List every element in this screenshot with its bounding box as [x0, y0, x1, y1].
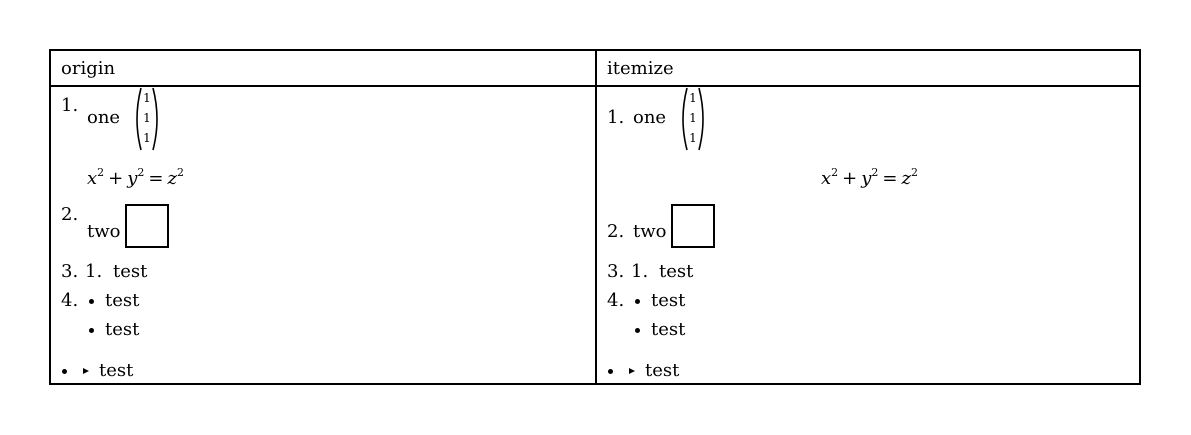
item-two-label: two — [87, 221, 121, 242]
matrix: 1 1 1 — [133, 86, 161, 152]
bullet-item-label: test — [105, 290, 140, 311]
matrix-entry: 1 — [689, 91, 697, 105]
bullet-item-label: test — [651, 319, 686, 340]
empty-box — [671, 204, 715, 248]
item-three-label: test — [659, 261, 694, 282]
equation: x2+y2=z2 — [821, 166, 918, 189]
nested-number: 1. — [631, 261, 649, 282]
last-item-label: test — [99, 360, 134, 381]
bullet-icon — [89, 328, 94, 333]
list-number-4: 4. — [607, 290, 625, 311]
list-number-2: 2. — [61, 204, 79, 225]
item-two-label: two — [633, 221, 667, 242]
bullet-icon — [89, 299, 94, 304]
item-one-label: one — [87, 107, 121, 128]
header-divider — [51, 85, 1139, 87]
item-three-label: test — [113, 261, 148, 282]
item-one-label: one — [633, 107, 667, 128]
list-number-4: 4. — [61, 290, 79, 311]
matrix: 1 1 1 — [679, 86, 707, 152]
equation: x2+y2=z2 — [87, 166, 184, 189]
list-number-1: 1. — [607, 107, 625, 128]
matrix-entry: 1 — [689, 111, 697, 125]
matrix-entry: 1 — [689, 131, 697, 145]
list-number-3: 3. — [607, 261, 625, 282]
list-number-2: 2. — [607, 221, 625, 242]
column-divider — [595, 51, 597, 383]
triangle-bullet-icon — [83, 368, 89, 374]
bullet-icon — [635, 328, 640, 333]
matrix-entry: 1 — [143, 91, 151, 105]
column-header-origin: origin — [61, 58, 116, 79]
bullet-icon — [635, 299, 640, 304]
triangle-bullet-icon — [629, 368, 635, 374]
list-number-3: 3. — [61, 261, 79, 282]
bullet-item-label: test — [651, 290, 686, 311]
bullet-item-label: test — [105, 319, 140, 340]
list-number-1: 1. — [61, 95, 79, 116]
itemize-column: itemize 1. one 1 1 1 x2+y2=z2 2. two 3. … — [597, 51, 1139, 383]
bullet-icon — [608, 369, 613, 374]
origin-column: origin 1. one 1 1 1 x2+y2=z2 2. two 3. 1… — [51, 51, 595, 383]
matrix-entry: 1 — [143, 131, 151, 145]
bullet-icon — [62, 369, 67, 374]
matrix-entry: 1 — [143, 111, 151, 125]
nested-number: 1. — [85, 261, 103, 282]
matrix-parens — [682, 87, 704, 151]
matrix-parens — [136, 87, 158, 151]
comparison-table: origin 1. one 1 1 1 x2+y2=z2 2. two 3. 1… — [49, 49, 1141, 385]
last-item-label: test — [645, 360, 680, 381]
empty-box — [125, 204, 169, 248]
column-header-itemize: itemize — [607, 58, 674, 79]
